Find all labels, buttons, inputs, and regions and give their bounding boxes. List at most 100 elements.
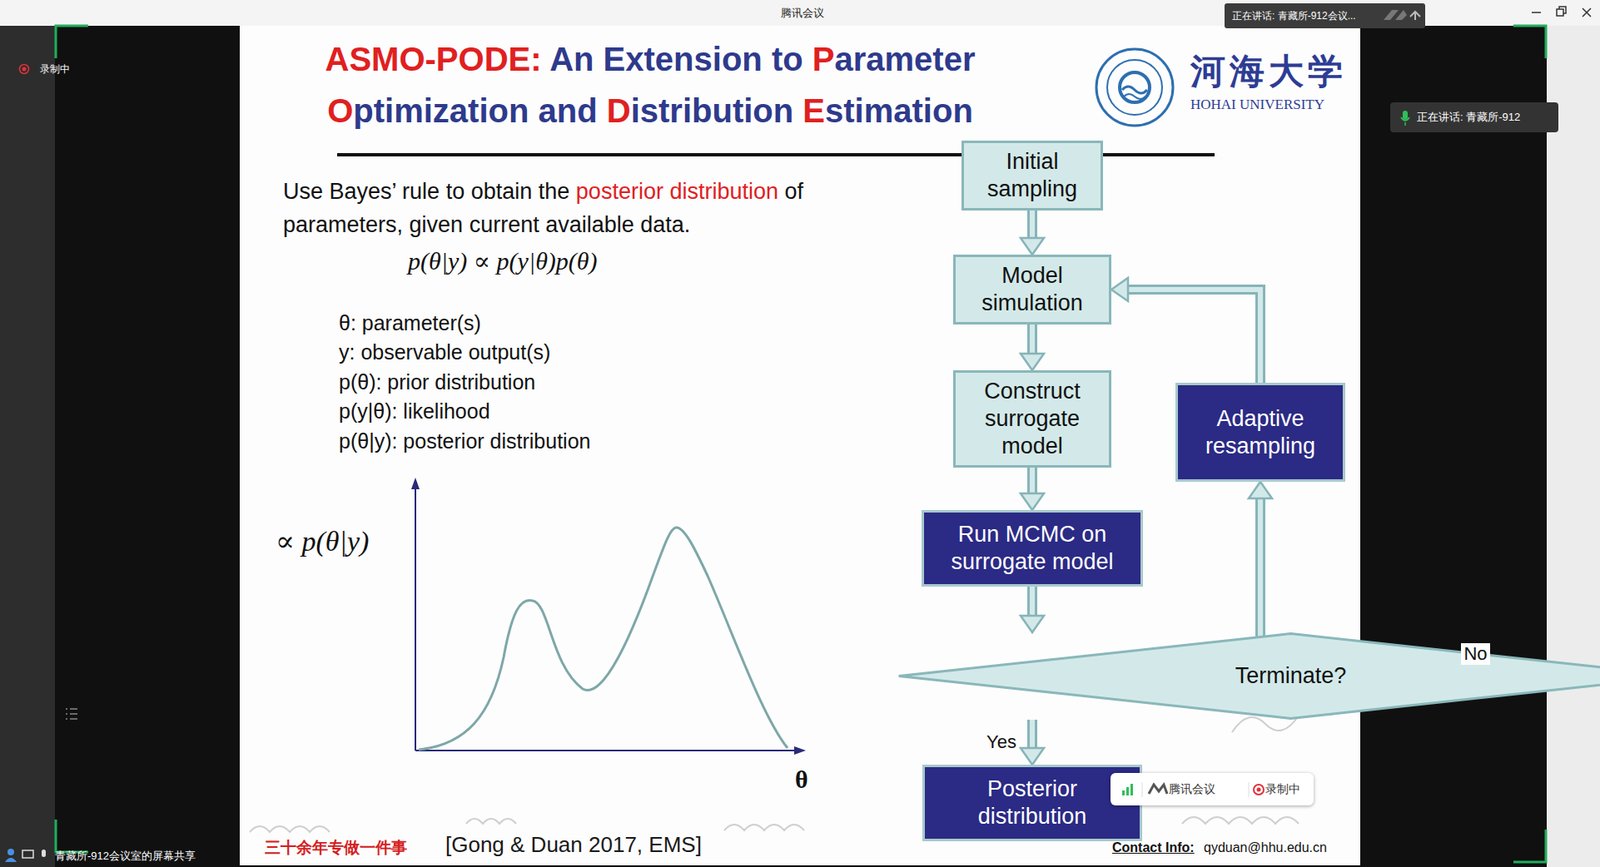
definition: p(θ|y): posterior distribution [338, 429, 591, 454]
process-box: Initial sampling [961, 140, 1104, 211]
initial-letter: P [812, 40, 835, 78]
contact-heading: Contact Info: [1112, 840, 1195, 856]
signal-bar [1122, 790, 1125, 796]
x-axis [415, 750, 796, 752]
slide-title: ASMO-PODE: An Extension to Parameter Opt… [233, 33, 1067, 137]
word: of [785, 178, 805, 204]
word: current [469, 212, 540, 238]
node-text: Initial sampling [972, 148, 1093, 204]
connector-fill [1029, 467, 1035, 495]
connector-fill [1029, 586, 1035, 617]
mic-icon [41, 849, 46, 858]
screen-icon [22, 850, 34, 859]
process-box: Model simulation [953, 254, 1112, 325]
connector-fill [1029, 720, 1035, 750]
window-controls [1531, 6, 1591, 17]
definition: y: observable output(s) [338, 340, 551, 365]
definition: p(θ): prior distribution [338, 370, 536, 395]
connector [1111, 278, 1261, 383]
word: and [538, 92, 598, 130]
body-text: Use Bayes’ rule to obtain the posterior … [283, 174, 804, 242]
restore-icon [1559, 6, 1566, 14]
word: to [446, 178, 466, 204]
word: Bayes’ [329, 178, 397, 204]
recording-status: 录制中 [39, 62, 70, 77]
app-logo [1148, 785, 1168, 795]
corner-mark [55, 25, 89, 59]
word: given [409, 212, 464, 238]
process-box: Adaptive resampling [1175, 382, 1346, 482]
connector [1020, 720, 1044, 766]
share-status: 青藏所-912会议室的屏幕共享 [54, 849, 196, 865]
record-icon [22, 67, 27, 72]
word: rule [402, 178, 440, 204]
emblem-core [1119, 72, 1150, 103]
emblem-wave [1123, 94, 1146, 100]
node-text: Terminate? [1235, 662, 1347, 691]
initial-letter: E [802, 92, 825, 130]
emblem-ring [1107, 59, 1163, 115]
node-text: Construct surrogate model [963, 377, 1101, 461]
list-line [65, 713, 68, 716]
arrowhead [1248, 481, 1273, 499]
initial-letter: D [606, 92, 632, 130]
close-icon [1582, 8, 1591, 17]
arrowhead [1020, 616, 1044, 633]
arrowhead [1020, 353, 1044, 371]
list-line [65, 718, 68, 721]
axis-arrowhead [411, 477, 420, 490]
word: available [545, 212, 635, 238]
record-icon [1253, 785, 1264, 796]
list-line [69, 713, 78, 716]
word: Distribution [606, 92, 794, 130]
speaker-badge [1390, 102, 1559, 133]
record-icon [1257, 788, 1262, 793]
initial-letter: O [327, 92, 353, 130]
slide-ground [239, 25, 1361, 866]
share-corners [55, 25, 1546, 863]
axis-label: θ [795, 765, 809, 795]
corner-mark [1513, 25, 1546, 59]
wave-ornament [249, 703, 1332, 833]
connector-outline [1027, 586, 1038, 617]
axis-label: ∝ p(θ|y) [275, 524, 369, 558]
formula: p(θ|y) ∝ p(y|θ)p(θ) [407, 246, 598, 276]
citation: [Gong & Duan 2017, EMS] [445, 832, 702, 859]
wave [724, 824, 805, 831]
person-icon [7, 849, 15, 856]
connector [1020, 467, 1044, 511]
university-name: 河海大学 [1190, 48, 1347, 95]
density-curve [418, 527, 788, 751]
toolbar-text: 录制中 [1265, 782, 1301, 798]
connector [1020, 324, 1044, 371]
connector-fill [1029, 324, 1035, 355]
speaker-badge [1224, 3, 1426, 29]
edge-label: No [1460, 643, 1490, 666]
word: to [771, 40, 804, 78]
word: Estimation [802, 92, 973, 130]
word: distribution [669, 178, 779, 204]
edge-label: Yes [983, 731, 1019, 754]
wave [249, 826, 330, 833]
emblem-ring [1096, 49, 1173, 126]
mic-icon [1401, 117, 1410, 126]
corner-mark [1513, 829, 1546, 863]
connector [1020, 586, 1044, 633]
word: obtain [471, 178, 533, 204]
word: Parameter [812, 40, 976, 78]
diamond-outline [899, 634, 1600, 720]
university-emblem [1096, 49, 1173, 126]
list-line [69, 708, 78, 711]
word: Extension [603, 40, 763, 78]
divider [1248, 782, 1250, 798]
connector-outline [1027, 467, 1038, 495]
list-line [69, 718, 78, 721]
restore-icon [1556, 9, 1564, 16]
signal-bar [1130, 784, 1133, 796]
word: posterior [576, 178, 664, 204]
minimize-icon [1531, 11, 1541, 14]
divider [1142, 782, 1143, 798]
badge-icon [1383, 9, 1407, 20]
